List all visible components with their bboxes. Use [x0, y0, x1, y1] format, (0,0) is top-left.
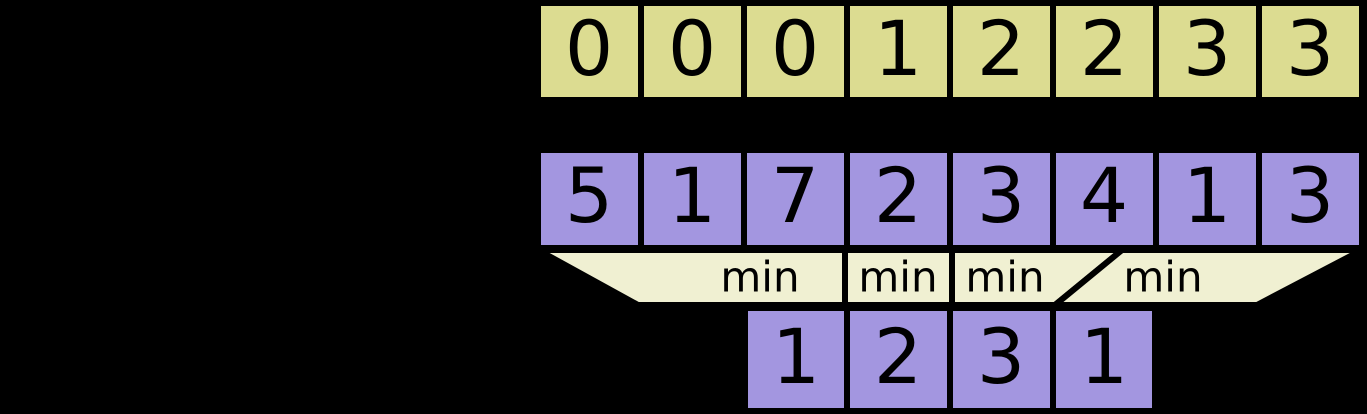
index-cell-label-7: 3 [1286, 4, 1334, 93]
index-cell-label-6: 3 [1183, 4, 1231, 93]
index-cell-6[interactable] [1153, 0, 1262, 103]
value-cell-2[interactable] [741, 147, 850, 251]
min-label-2: min [858, 253, 937, 302]
result-cell-3[interactable] [1050, 305, 1158, 414]
index-cell-label-4: 2 [977, 4, 1025, 93]
result-cell-label-3: 1 [1080, 312, 1128, 401]
result-cell-1[interactable] [844, 305, 953, 414]
index-cell-label-1: 0 [668, 4, 716, 93]
result-cell-label-1: 2 [874, 312, 922, 401]
index-cell-2[interactable] [741, 0, 850, 103]
index-cell-5[interactable] [1050, 0, 1159, 103]
result-row: 1 2 3 1 [742, 305, 1158, 414]
index-cell-1[interactable] [638, 0, 747, 103]
value-row: 5 1 7 2 3 4 1 3 [535, 147, 1365, 251]
value-cell-label-1: 1 [668, 151, 716, 240]
value-cell-label-6: 1 [1183, 151, 1231, 240]
value-cell-7[interactable] [1256, 147, 1365, 251]
value-cell-label-7: 3 [1286, 151, 1334, 240]
index-cell-7[interactable] [1256, 0, 1365, 103]
result-cell-label-2: 3 [977, 312, 1025, 401]
index-cell-label-2: 0 [771, 4, 819, 93]
result-cell-2[interactable] [947, 305, 1056, 414]
min-label-3: min [965, 253, 1044, 302]
index-row: 0 0 0 1 2 2 3 3 [535, 0, 1365, 103]
value-cell-6[interactable] [1153, 147, 1262, 251]
index-cell-label-3: 1 [874, 4, 922, 93]
index-cell-4[interactable] [947, 0, 1056, 103]
min-label-1: min [720, 253, 799, 302]
value-cell-0[interactable] [535, 147, 644, 251]
min-label-4: min [1123, 253, 1202, 302]
value-cell-1[interactable] [638, 147, 747, 251]
value-cell-5[interactable] [1050, 147, 1159, 251]
index-cell-3[interactable] [844, 0, 953, 103]
result-cell-label-0: 1 [772, 312, 820, 401]
min-reduction-band: min min min min [536, 247, 1364, 308]
index-cell-label-0: 0 [565, 4, 613, 93]
index-cell-label-5: 2 [1080, 4, 1128, 93]
value-cell-label-0: 5 [565, 151, 613, 240]
value-cell-label-4: 3 [977, 151, 1025, 240]
value-cell-label-3: 2 [874, 151, 922, 240]
value-cell-label-2: 7 [771, 151, 819, 240]
value-cell-label-5: 4 [1080, 151, 1128, 240]
